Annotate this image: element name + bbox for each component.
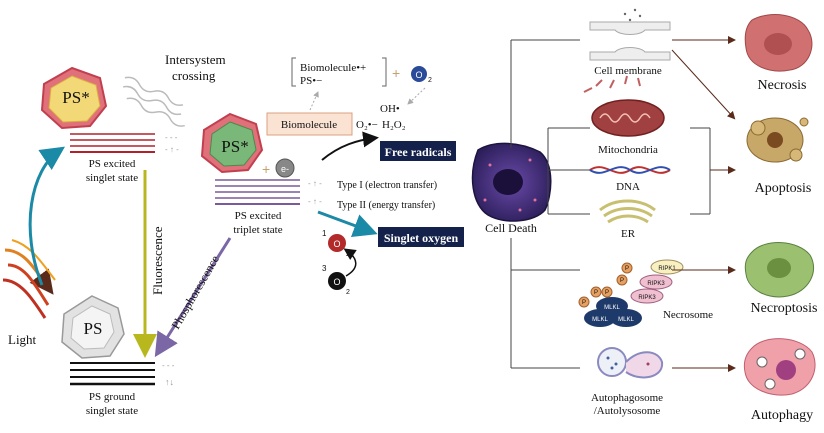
svg-text:RIPK3: RIPK3: [638, 295, 656, 301]
svg-text:- ↑ -: - ↑ -: [308, 179, 322, 188]
autophagosome-label-2: /Autolysosome: [594, 405, 661, 417]
mitochondria-icon: [583, 75, 665, 137]
isc-wavy-arrow-icon: [122, 76, 185, 127]
bracket-biomolecule-radical: Biomolecule•+: [300, 62, 366, 74]
svg-text:- - -: - - -: [162, 361, 175, 370]
svg-text:e-: e-: [281, 164, 289, 174]
er-icon: [599, 199, 656, 224]
free-radical-arrow: [321, 131, 379, 161]
svg-text:O: O: [333, 277, 340, 287]
dna-label: DNA: [616, 181, 640, 193]
svg-text:1: 1: [322, 229, 327, 238]
svg-text:3: 3: [322, 264, 327, 273]
svg-text:P: P: [582, 300, 586, 306]
svg-text:O: O: [415, 70, 422, 80]
apoptosis-cell-icon: [746, 117, 809, 163]
superoxide: O₂•−: [356, 119, 378, 131]
necroptosis-cell-icon: [744, 242, 815, 298]
svg-text:↑↓: ↑↓: [165, 377, 174, 387]
ps-ground-icon: PS: [61, 295, 125, 359]
autophagosome-icon: [597, 347, 664, 379]
plus-sign: +: [262, 161, 270, 177]
triplet-label-2: triplet state: [233, 224, 282, 236]
ps-excited-label: PS*: [62, 88, 89, 107]
necrosis-label: Necrosis: [758, 78, 807, 93]
necrosome-icon: MLKL MLKL MLKL RIPK1 RIPK3 RIPK3 P P P P…: [578, 259, 684, 327]
svg-text:RIPK1: RIPK1: [658, 266, 676, 272]
branch-tree: [510, 39, 711, 369]
ps-triplet-label: PS*: [221, 137, 248, 156]
svg-text:P: P: [625, 266, 629, 272]
excitation-arrow: [28, 146, 65, 286]
svg-text:- - -: - - -: [165, 133, 178, 142]
triplet-energy-levels: - ↑ - - ↑ -: [215, 179, 322, 206]
singlet-oxygen-label: Singlet oxygen: [384, 231, 459, 245]
autophagosome-label-1: Autophagosome: [591, 392, 663, 404]
triplet-oxygen-molecule-icon: 3 O 2: [322, 264, 350, 296]
svg-text:2: 2: [346, 289, 350, 296]
svg-text:RIPK3: RIPK3: [647, 281, 665, 287]
ps-ground-label: PS: [84, 319, 103, 338]
necroptosis-label: Necroptosis: [751, 301, 818, 316]
cell-death-label: Cell Death: [485, 221, 537, 235]
singlet-oxygen-box: [378, 227, 464, 247]
necrosome-label: Necrosome: [663, 309, 713, 321]
oxygen-molecule-icon: O 2: [411, 66, 432, 84]
necrosis-cell-icon: [744, 14, 813, 72]
free-radicals-box: [380, 141, 456, 161]
dna-icon: [589, 166, 671, 174]
ps-excited-singlet-icon: PS*: [40, 66, 108, 130]
hydroxyl-radical: OH•: [380, 103, 400, 115]
svg-text:- ↑ -: - ↑ -: [165, 145, 179, 154]
free-radicals-label: Free radicals: [385, 145, 452, 159]
singlet-energy-levels: - - - - ↑ -: [70, 133, 179, 154]
biomolecule-label: Biomolecule: [281, 119, 337, 131]
cell-membrane-label: Cell membrane: [594, 65, 662, 77]
singlet-excited-label-2: singlet state: [86, 172, 138, 184]
plus-sign-2: +: [392, 65, 400, 81]
light-rays-icon: [2, 239, 56, 319]
autophagy-label: Autophagy: [751, 408, 813, 423]
cell-membrane-icon: [589, 8, 671, 61]
svg-text:MLKL: MLKL: [604, 305, 620, 311]
triplet-label-1: PS excited: [235, 210, 282, 222]
phosphorescence-label: Phosphorescence: [168, 253, 221, 332]
svg-text:- ↑ -: - ↑ -: [308, 197, 322, 206]
fluorescence-label: Fluorescence: [150, 226, 165, 295]
electron-icon: e-: [275, 158, 295, 178]
svg-text:2: 2: [428, 77, 432, 84]
isc-label-2: crossing: [172, 68, 216, 83]
bracket-ps-radical: PS•−: [300, 75, 322, 87]
ground-label-1: PS ground: [89, 391, 136, 403]
apoptosis-label: Apoptosis: [755, 181, 812, 196]
biomolecule-box: [266, 112, 353, 136]
svg-text:MLKL: MLKL: [592, 317, 608, 323]
singlet-oxygen-arrow: [317, 210, 378, 238]
type-1-label: Type I (electron transfer): [337, 180, 437, 191]
phosphorescence-arrow: [154, 237, 232, 358]
type-2-label: Type II (energy transfer): [337, 200, 435, 211]
ground-energy-levels: - - - ↑↓: [70, 361, 175, 387]
ps-triplet-icon: PS*: [200, 112, 264, 174]
light-label: Light: [8, 332, 37, 347]
singlet-oxygen-molecule-icon: 1 O 2: [322, 229, 350, 258]
svg-text:P: P: [605, 290, 609, 296]
ground-label-2: singlet state: [86, 405, 138, 417]
svg-text:P: P: [620, 278, 624, 284]
autophagy-cell-icon: [743, 338, 816, 396]
mitochondria-label: Mitochondria: [598, 144, 658, 156]
svg-text:O: O: [333, 239, 340, 249]
er-label: ER: [621, 228, 636, 240]
svg-text:P: P: [594, 290, 598, 296]
svg-text:MLKL: MLKL: [618, 317, 634, 323]
outcome-arrows: [671, 36, 736, 372]
isc-label-1: Intersystem: [165, 52, 226, 67]
hydrogen-peroxide: H₂O₂: [382, 119, 406, 131]
cell-death-icon: [471, 142, 552, 222]
singlet-excited-label-1: PS excited: [89, 158, 136, 170]
